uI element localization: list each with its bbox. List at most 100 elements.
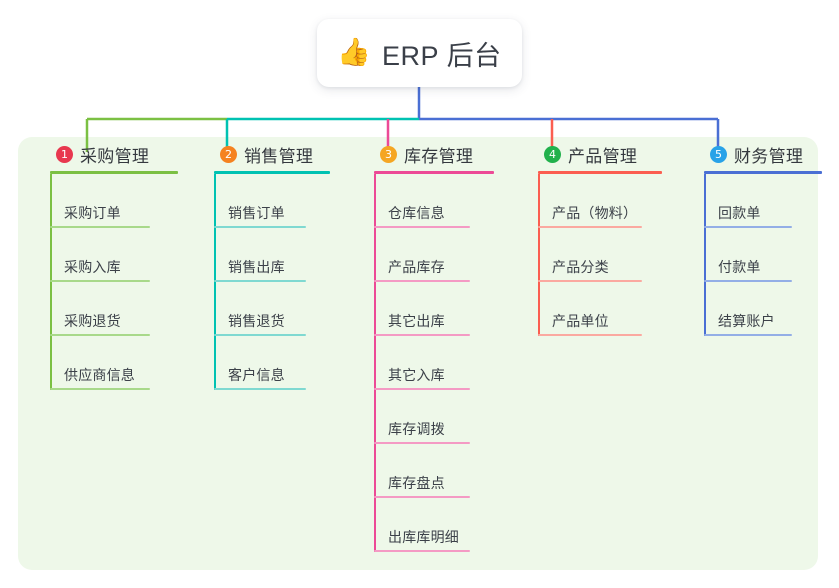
branch-title-1: 采购管理 xyxy=(80,146,150,166)
branch-item-label: 结算账户 xyxy=(718,313,775,329)
branch-column-5: 5 财务管理回款单付款单结算账户 xyxy=(686,137,822,336)
branch-item-label: 库存盘点 xyxy=(388,475,445,491)
branch-item-underline xyxy=(374,334,470,336)
branch-item-label: 仓库信息 xyxy=(388,205,445,221)
branch-item-label: 采购订单 xyxy=(64,205,121,221)
branch-item-label: 销售退货 xyxy=(228,313,285,329)
branch-item[interactable]: 其它出库 xyxy=(374,282,494,336)
branch-item[interactable]: 出库库明细 xyxy=(374,498,494,552)
branch-item[interactable]: 仓库信息 xyxy=(374,174,494,228)
branch-item-underline xyxy=(538,280,642,282)
branch-badge-5: 5 xyxy=(710,145,727,163)
branch-title-4: 产品管理 xyxy=(568,146,638,166)
branch-item-underline xyxy=(50,334,150,336)
branch-item-underline xyxy=(374,280,470,282)
branch-column-2: 2 销售管理销售订单销售出库销售退货客户信息 xyxy=(196,137,330,390)
branch-item[interactable]: 销售退货 xyxy=(214,282,330,336)
branch-item-label: 产品分类 xyxy=(552,259,609,275)
branch-underline-2 xyxy=(214,171,330,174)
branch-item[interactable]: 库存盘点 xyxy=(374,444,494,498)
branch-underline-1 xyxy=(50,171,178,174)
branch-item-underline xyxy=(704,226,792,228)
branch-item-underline xyxy=(374,388,470,390)
branch-item[interactable]: 采购订单 xyxy=(50,174,178,228)
branch-header-5[interactable]: 5 财务管理 xyxy=(686,137,822,171)
branch-item-label: 其它入库 xyxy=(388,367,445,383)
branch-item-label: 产品单位 xyxy=(552,313,609,329)
branch-item-underline xyxy=(50,388,150,390)
thumbs-up-icon: 👍 xyxy=(337,36,372,67)
branch-item-underline xyxy=(374,550,470,552)
branch-item[interactable]: 销售订单 xyxy=(214,174,330,228)
branch-header-4[interactable]: 4 产品管理 xyxy=(520,137,662,171)
branch-badge-4: 4 xyxy=(544,145,561,163)
branch-item-underline xyxy=(214,388,306,390)
branch-underline-4 xyxy=(538,171,662,174)
branch-item-label: 采购入库 xyxy=(64,259,121,275)
branch-item[interactable]: 客户信息 xyxy=(214,336,330,390)
branch-items-3: 仓库信息产品库存其它出库其它入库库存调拨库存盘点出库库明细 xyxy=(356,174,494,552)
branch-item[interactable]: 采购退货 xyxy=(50,282,178,336)
branch-item[interactable]: 采购入库 xyxy=(50,228,178,282)
branch-item[interactable]: 付款单 xyxy=(704,228,822,282)
branch-item-label: 采购退货 xyxy=(64,313,121,329)
branch-spine-1 xyxy=(50,174,52,390)
branch-item-underline xyxy=(704,280,792,282)
branch-item[interactable]: 产品单位 xyxy=(538,282,662,336)
branch-item-underline xyxy=(50,280,150,282)
branch-item-label: 客户信息 xyxy=(228,367,285,383)
branch-item-underline xyxy=(50,226,150,228)
branch-item-underline xyxy=(374,442,470,444)
branch-item-underline xyxy=(374,496,470,498)
branch-item[interactable]: 供应商信息 xyxy=(50,336,178,390)
branch-item-underline xyxy=(538,334,642,336)
branch-item-underline xyxy=(538,226,642,228)
branch-item[interactable]: 结算账户 xyxy=(704,282,822,336)
branch-item[interactable]: 销售出库 xyxy=(214,228,330,282)
branch-column-1: 1 采购管理采购订单采购入库采购退货供应商信息 xyxy=(32,137,178,390)
branch-items-5: 回款单付款单结算账户 xyxy=(686,174,822,336)
branch-item-label: 销售出库 xyxy=(228,259,285,275)
branch-item[interactable]: 产品库存 xyxy=(374,228,494,282)
branch-item-label: 出库库明细 xyxy=(388,529,459,545)
branch-spine-4 xyxy=(538,174,540,336)
root-node[interactable]: 👍 ERP 后台 xyxy=(317,19,522,87)
branch-item-label: 回款单 xyxy=(718,205,761,221)
branch-title-3: 库存管理 xyxy=(404,146,474,166)
branch-item-label: 供应商信息 xyxy=(64,367,135,383)
branch-badge-2: 2 xyxy=(220,145,237,163)
branch-items-4: 产品（物料） 产品分类产品单位 xyxy=(520,174,662,336)
branch-spine-5 xyxy=(704,174,706,336)
branch-badge-1: 1 xyxy=(56,145,73,163)
branch-title-2: 销售管理 xyxy=(244,146,314,166)
branch-header-2[interactable]: 2 销售管理 xyxy=(196,137,330,171)
branch-item[interactable]: 库存调拨 xyxy=(374,390,494,444)
branch-item[interactable]: 回款单 xyxy=(704,174,822,228)
branch-item[interactable]: 产品（物料） xyxy=(538,174,662,228)
branch-item-label: 销售订单 xyxy=(228,205,285,221)
branch-item-underline xyxy=(214,226,306,228)
branch-item-underline xyxy=(214,334,306,336)
branch-spine-3 xyxy=(374,174,376,552)
branch-item-label: 库存调拨 xyxy=(388,421,445,437)
root-node-title: ERP 后台 xyxy=(382,40,502,71)
branch-header-1[interactable]: 1 采购管理 xyxy=(32,137,178,171)
branch-item-underline xyxy=(374,226,470,228)
branch-spine-2 xyxy=(214,174,216,390)
branch-items-2: 销售订单销售出库销售退货客户信息 xyxy=(196,174,330,390)
branch-item[interactable]: 其它入库 xyxy=(374,336,494,390)
branch-items-1: 采购订单采购入库采购退货供应商信息 xyxy=(32,174,178,390)
branch-title-5: 财务管理 xyxy=(734,146,804,166)
branch-item-label: 产品库存 xyxy=(388,259,445,275)
branch-column-4: 4 产品管理产品（物料） 产品分类产品单位 xyxy=(520,137,662,336)
branch-item-label: 其它出库 xyxy=(388,313,445,329)
branch-underline-3 xyxy=(374,171,494,174)
branch-underline-5 xyxy=(704,171,822,174)
branch-item[interactable]: 产品分类 xyxy=(538,228,662,282)
branch-item-label: 产品（物料） xyxy=(552,205,638,221)
branch-columns: 1 采购管理采购订单采购入库采购退货供应商信息 2 销售管理销售订单销售出库销售退货客… xyxy=(18,137,822,570)
branch-item-label: 付款单 xyxy=(718,259,761,275)
